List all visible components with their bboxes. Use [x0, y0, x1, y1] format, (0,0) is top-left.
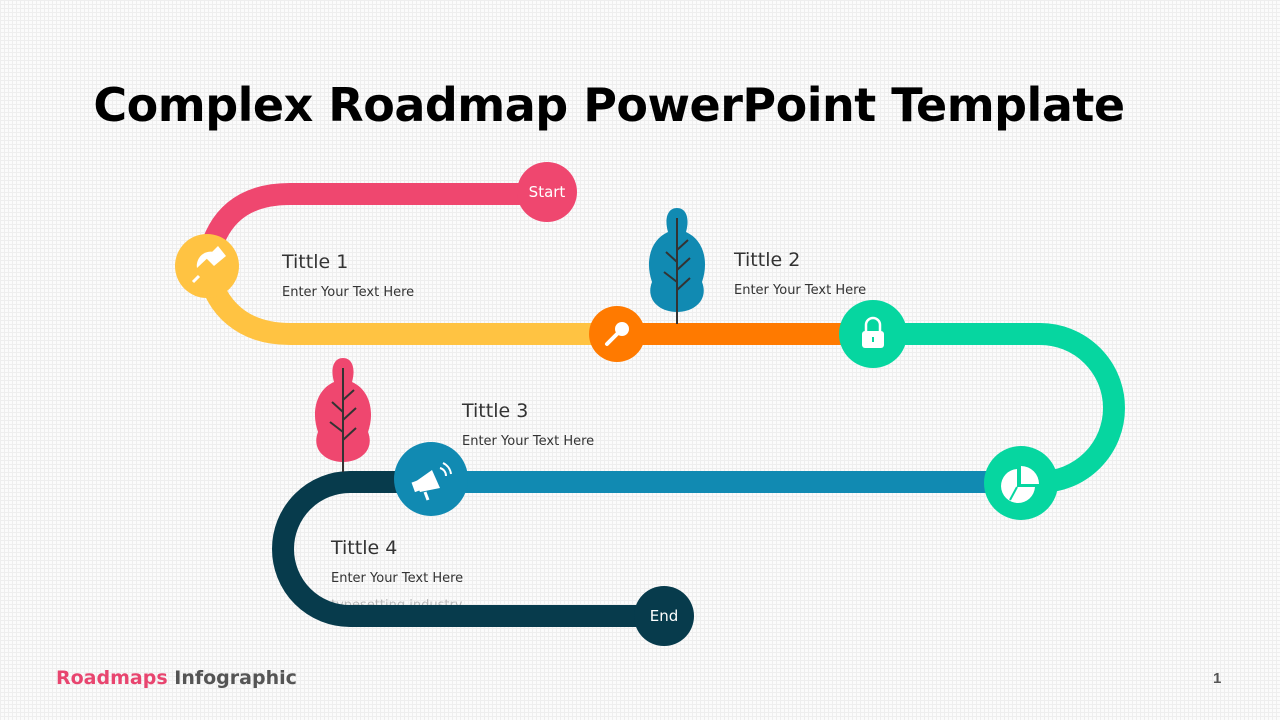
megaphone-icon [411, 462, 452, 501]
pie-chart-icon [1001, 466, 1039, 503]
milestone-2: Tittle 2 Enter Your Text Here [734, 249, 866, 298]
page-number: 1 [1213, 670, 1222, 687]
milestone-3: Tittle 3 Enter Your Text Here [462, 400, 594, 449]
pushpin-icon [191, 246, 226, 284]
slide-title: Complex Roadmap PowerPoint Template [93, 78, 1125, 132]
milestone-4: Tittle 4 Enter Your Text Here [331, 537, 463, 586]
path-dark [272, 471, 664, 627]
tree-icon-blue [648, 208, 706, 324]
node-1 [175, 234, 239, 298]
end-node [634, 586, 694, 646]
brand-accent: Roadmaps [56, 667, 168, 689]
milestone-text: Enter Your Text Here [734, 283, 867, 298]
end-label: End [649, 607, 679, 625]
milestone-text: Enter Your Text Here [282, 285, 415, 300]
milestone-title: Tittle 1 [282, 251, 349, 273]
milestone-text: Enter Your Text Here [331, 571, 464, 586]
milestone-title: Tittle 4 [331, 537, 398, 559]
milestone-text: Enter Your Text Here [462, 434, 595, 449]
search-icon [605, 322, 629, 346]
milestone-title: Tittle 3 [462, 400, 529, 422]
start-label: Start [528, 183, 566, 201]
brand-rest: Infographic [174, 667, 297, 689]
milestone-1: Tittle 1 Enter Your Text Here [282, 251, 414, 300]
path-green [873, 323, 1125, 493]
start-node [517, 162, 577, 222]
tree-icon-pink [314, 358, 372, 472]
brand-footer: Roadmaps Infographic [56, 667, 297, 689]
lock-icon [862, 316, 884, 348]
milestone-title: Tittle 2 [734, 249, 801, 271]
